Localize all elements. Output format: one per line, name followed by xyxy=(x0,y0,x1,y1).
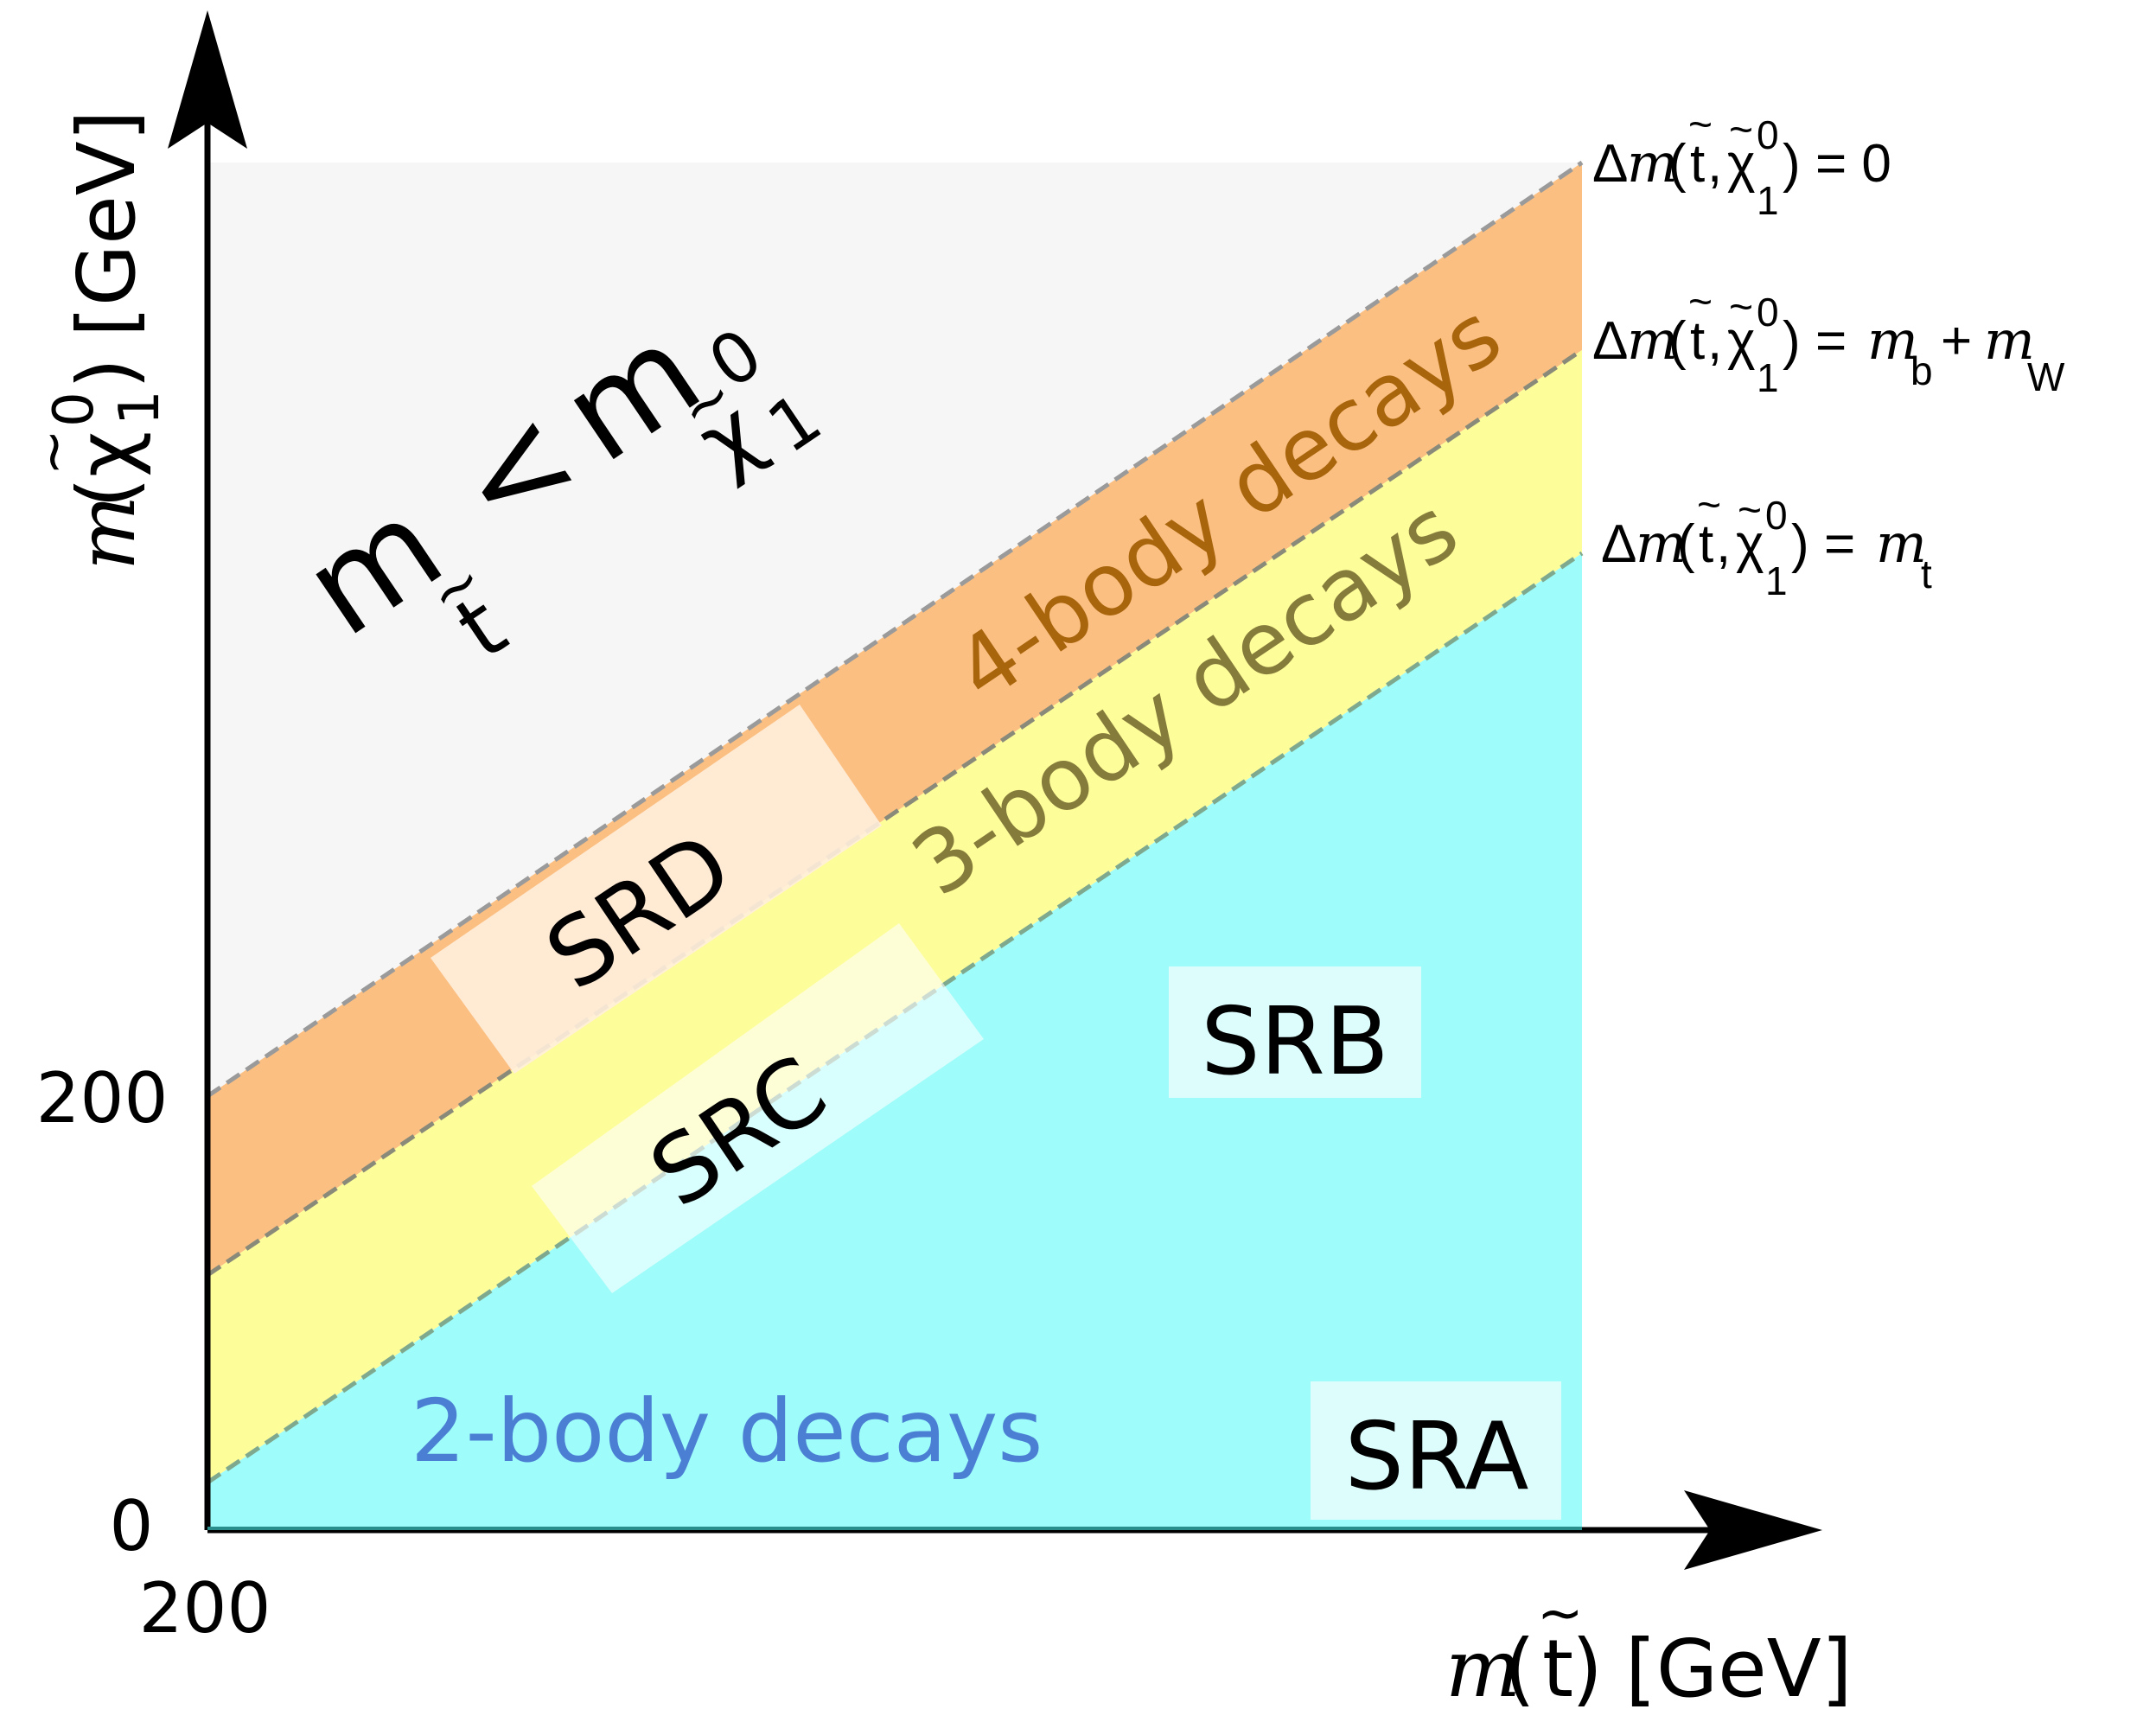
svg-text:,: , xyxy=(1707,311,1722,371)
boundary-line-zero xyxy=(206,160,1584,1099)
svg-text:m: m xyxy=(1867,309,1918,372)
svg-text:χ: χ xyxy=(61,431,153,477)
svg-text:): ) xyxy=(1791,514,1809,574)
srd-box xyxy=(431,705,882,1074)
svg-text:(: ( xyxy=(1504,1623,1535,1715)
sra-label: SRA xyxy=(1344,1403,1528,1511)
svg-text:t: t xyxy=(1921,552,1932,596)
svg-text:0: 0 xyxy=(42,392,106,427)
y-axis-arrowhead xyxy=(168,10,247,149)
svg-text:1: 1 xyxy=(1757,355,1779,400)
srb-label: SRB xyxy=(1201,988,1389,1096)
svg-text:t: t xyxy=(1690,134,1705,194)
svg-text:0: 0 xyxy=(1765,493,1788,538)
svg-text:(: ( xyxy=(61,477,153,508)
svg-text:W: W xyxy=(2027,354,2065,399)
svg-text:=: = xyxy=(1824,514,1855,574)
svg-text:~: ~ xyxy=(1729,107,1753,153)
svg-text:=: = xyxy=(1815,311,1847,371)
svg-text:): ) xyxy=(61,358,153,389)
svg-text:[GeV]: [GeV] xyxy=(61,110,153,337)
svg-text:(: ( xyxy=(1668,311,1687,371)
svg-text:m: m xyxy=(61,495,153,571)
boundary-label-zero: Δ m ( ~ t , ~ χ 0 1 ) = 0 xyxy=(1592,102,1891,223)
svg-text:1: 1 xyxy=(1765,558,1788,603)
svg-text:m: m xyxy=(1445,1623,1521,1715)
srb-box xyxy=(1169,966,1421,1098)
svg-text:+: + xyxy=(1941,311,1972,371)
svg-text:m: m xyxy=(1984,309,2035,372)
svg-text:t: t xyxy=(1542,1623,1573,1715)
svg-text:(: ( xyxy=(1668,134,1687,194)
svg-text:0: 0 xyxy=(1757,112,1779,157)
svg-text:1: 1 xyxy=(1757,178,1779,223)
sra-box xyxy=(1311,1381,1561,1520)
x-tick-200: 200 xyxy=(139,1568,271,1649)
x-axis-title: m ( ~ t ) [GeV] xyxy=(1445,1582,1853,1715)
svg-text:~: ~ xyxy=(1688,279,1713,325)
svg-text:~: ~ xyxy=(1738,488,1762,533)
svg-text:χ: χ xyxy=(1727,311,1756,371)
svg-text:χ: χ xyxy=(1727,134,1756,194)
svg-text:~: ~ xyxy=(1729,284,1753,330)
svg-text:1: 1 xyxy=(108,390,172,425)
svg-text:~: ~ xyxy=(1697,482,1721,528)
svg-text:): ) xyxy=(1783,134,1801,194)
src-box xyxy=(532,923,984,1293)
x-axis-arrowhead xyxy=(1684,1490,1822,1570)
svg-text:0: 0 xyxy=(1757,290,1779,335)
boundary-label-mbmw: Δ m ( ~ t , ~ χ 0 1 ) = m b + m W xyxy=(1592,279,2065,400)
svg-text:(: ( xyxy=(1677,514,1695,574)
svg-text:~: ~ xyxy=(22,429,86,475)
y-tick-200: 200 xyxy=(36,1058,169,1138)
svg-text:= 0: = 0 xyxy=(1815,134,1891,194)
svg-text:m: m xyxy=(1876,512,1927,575)
svg-text:Δ: Δ xyxy=(1601,514,1636,574)
boundary-label-mt: Δ m ( ~ t , ~ χ 0 1 ) = m t xyxy=(1601,482,1932,603)
svg-text:): ) xyxy=(1572,1623,1603,1715)
svg-text:~: ~ xyxy=(1688,102,1713,148)
svg-text:,: , xyxy=(1716,514,1731,574)
svg-text:t: t xyxy=(1690,311,1705,371)
svg-text:χ: χ xyxy=(1736,514,1764,574)
y-tick-0: 0 xyxy=(110,1486,154,1566)
svg-text:): ) xyxy=(1783,311,1801,371)
svg-text:t: t xyxy=(1699,514,1713,574)
boundary-line-mbmw xyxy=(206,348,1584,1278)
svg-text:Δ: Δ xyxy=(1592,134,1628,194)
svg-text:m: m xyxy=(1627,309,1678,372)
svg-text:[GeV]: [GeV] xyxy=(1625,1623,1853,1715)
y-axis-title: m ( ~ χ 0 1 ) [GeV] xyxy=(22,110,172,571)
svg-text:b: b xyxy=(1910,348,1933,393)
svg-text:~: ~ xyxy=(1537,1582,1584,1646)
svg-text:m: m xyxy=(1636,512,1687,575)
two-body-label: 2-body decays xyxy=(411,1381,1043,1482)
svg-text:Δ: Δ xyxy=(1592,311,1628,371)
svg-text:m: m xyxy=(1627,131,1678,195)
svg-text:,: , xyxy=(1707,134,1722,194)
